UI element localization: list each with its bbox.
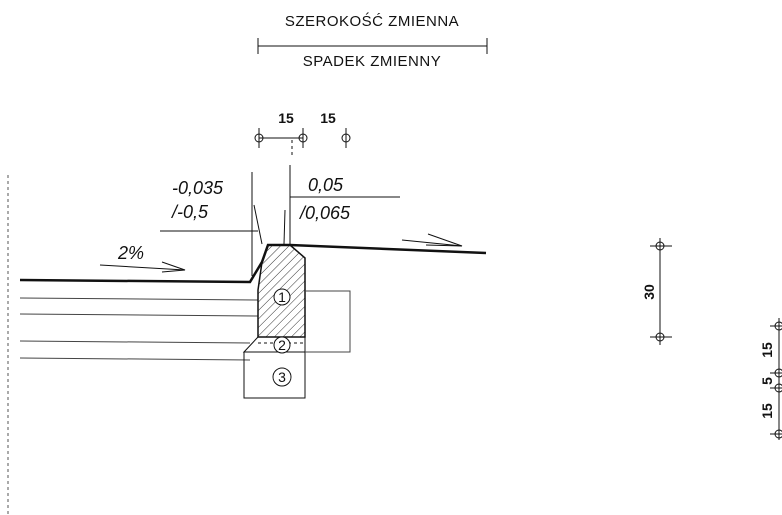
slope-label: SPADEK ZMIENNY xyxy=(303,53,441,70)
top-dimension-line xyxy=(254,128,351,158)
layer-marker-2: 2 xyxy=(273,336,291,354)
slope-right-lower: /0,065 xyxy=(298,203,351,223)
road-slope-arrow xyxy=(99,261,186,273)
layer-marker-1: 1 xyxy=(273,288,291,306)
dim-right-a: 15 xyxy=(759,342,775,358)
road-slope-label: 2% xyxy=(117,243,144,263)
right-slope-leader xyxy=(283,165,400,245)
backfill-outline xyxy=(305,290,351,353)
dim-right-b: 5 xyxy=(759,377,775,385)
width-label: SZEROKOŚĆ ZMIENNA xyxy=(285,12,459,30)
dim-right-c: 15 xyxy=(759,403,775,419)
left-slope-leader xyxy=(160,172,263,276)
base-layer xyxy=(243,351,306,399)
road-layer-lines xyxy=(19,297,259,361)
thickness-dimension-line xyxy=(650,238,672,345)
svg-text:1: 1 xyxy=(278,289,286,305)
svg-text:3: 3 xyxy=(278,369,286,385)
dim-top-right: 15 xyxy=(320,110,336,126)
dim-thickness-total: 30 xyxy=(641,284,657,300)
road-surface-line xyxy=(19,243,487,284)
right-partial-dimension-line xyxy=(770,318,782,440)
sidewalk-slope-arrow xyxy=(401,233,463,247)
slope-left-lower: /-0,5 xyxy=(170,202,209,222)
dim-top-left: 15 xyxy=(278,110,294,126)
width-dimension-line xyxy=(257,38,488,54)
svg-text:2: 2 xyxy=(278,337,286,353)
slope-left-upper: -0,035 xyxy=(172,178,224,198)
layer-marker-3: 3 xyxy=(272,367,292,387)
slope-right-upper: 0,05 xyxy=(308,175,344,195)
